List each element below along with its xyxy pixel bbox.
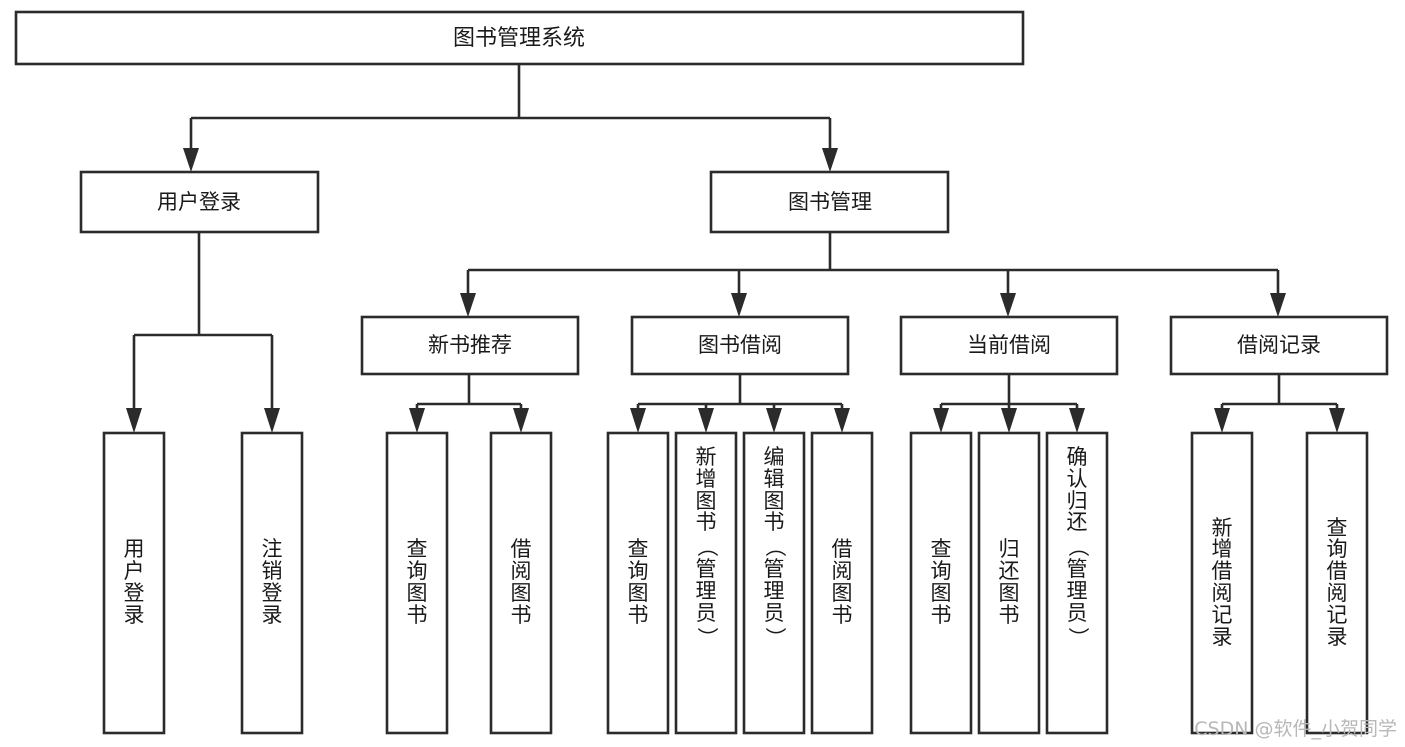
leaf-box-user-login-1[interactable] — [102, 431, 166, 735]
node-current-borrow-label: 当前借阅 — [967, 333, 1051, 357]
arrowhead-bb-leaf-4 — [834, 408, 850, 433]
leaf-box-br-1[interactable] — [1190, 431, 1254, 735]
arrowhead-cb-leaf-2 — [1001, 408, 1017, 433]
node-current-borrow[interactable]: 当前借阅 — [899, 315, 1119, 376]
leaf-box-cb-3[interactable] — [1045, 431, 1109, 735]
arrowhead-cb-leaf-1 — [933, 408, 949, 433]
arrowhead-br-leaf-1 — [1214, 408, 1230, 433]
leaf-box-bb-1[interactable] — [606, 431, 670, 735]
node-new-book-recommend[interactable]: 新书推荐 — [360, 315, 580, 376]
node-borrow-record-label: 借阅记录 — [1237, 333, 1321, 357]
node-new-book-recommend-label: 新书推荐 — [428, 333, 512, 357]
node-new-book-recommend-box[interactable] — [360, 315, 580, 376]
node-book-borrow-label: 图书借阅 — [698, 333, 782, 357]
node-borrow-record[interactable]: 借阅记录 — [1169, 315, 1389, 376]
node-root-box[interactable] — [14, 10, 1025, 66]
node-user-login-label: 用户登录 — [157, 190, 241, 214]
node-book-mgmt[interactable]: 图书管理 — [709, 170, 950, 234]
node-current-borrow-box[interactable] — [899, 315, 1119, 376]
arrowhead-new-book-recommend — [460, 293, 476, 317]
node-user-login-box[interactable] — [79, 170, 320, 234]
arrowhead-user-login — [183, 148, 199, 172]
leaf-box-bb-2[interactable] — [674, 431, 738, 735]
arrowhead-current-borrow — [1000, 293, 1016, 317]
arrowhead-book-borrow — [731, 293, 747, 317]
arrowhead-bb-leaf-1 — [630, 408, 646, 433]
leaf-box-cb-1[interactable] — [909, 431, 973, 735]
arrowhead-nbr-leaf-2 — [513, 408, 529, 433]
node-borrow-record-box[interactable] — [1169, 315, 1389, 376]
arrowhead-br-leaf-2 — [1329, 408, 1345, 433]
node-root-label: 图书管理系统 — [453, 26, 585, 51]
connector-group-book-mgmt — [460, 232, 1286, 317]
node-root[interactable]: 图书管理系统 — [14, 10, 1025, 66]
leaf-box-bb-4[interactable] — [810, 431, 874, 735]
connector-group-user-login — [126, 232, 280, 433]
connector-group-borrow-record — [1214, 374, 1345, 433]
arrowhead-leaf-user-login-1 — [126, 408, 142, 433]
node-book-borrow-box[interactable] — [630, 315, 850, 376]
leaf-box-br-2[interactable] — [1305, 431, 1369, 735]
arrowhead-bb-leaf-2 — [698, 408, 714, 433]
node-book-mgmt-label: 图书管理 — [788, 190, 872, 214]
node-book-mgmt-box[interactable] — [709, 170, 950, 234]
leaf-box-nbr-1[interactable] — [385, 431, 449, 735]
leaf-box-cb-2[interactable] — [977, 431, 1041, 735]
arrowhead-book-mgmt — [822, 148, 838, 172]
arrowhead-leaf-user-login-2 — [264, 408, 280, 433]
connector-group-book-borrow — [630, 374, 850, 433]
arrowhead-bb-leaf-3 — [766, 408, 782, 433]
arrowhead-borrow-record — [1270, 293, 1286, 317]
leaf-box-nbr-2[interactable] — [489, 431, 553, 735]
node-book-borrow[interactable]: 图书借阅 — [630, 315, 850, 376]
watermark-label: CSDN @软件_小贺同学 — [1194, 718, 1397, 740]
arrowhead-nbr-leaf-1 — [409, 408, 425, 433]
connector-group-current-borrow — [933, 374, 1085, 433]
connector-group-root — [183, 64, 838, 172]
node-user-login[interactable]: 用户登录 — [79, 170, 320, 234]
connector-group-new-book-recommend — [409, 374, 529, 433]
arrowhead-cb-leaf-3 — [1069, 408, 1085, 433]
leaf-box-user-login-2[interactable] — [240, 431, 304, 735]
leaf-box-bb-3[interactable] — [742, 431, 806, 735]
